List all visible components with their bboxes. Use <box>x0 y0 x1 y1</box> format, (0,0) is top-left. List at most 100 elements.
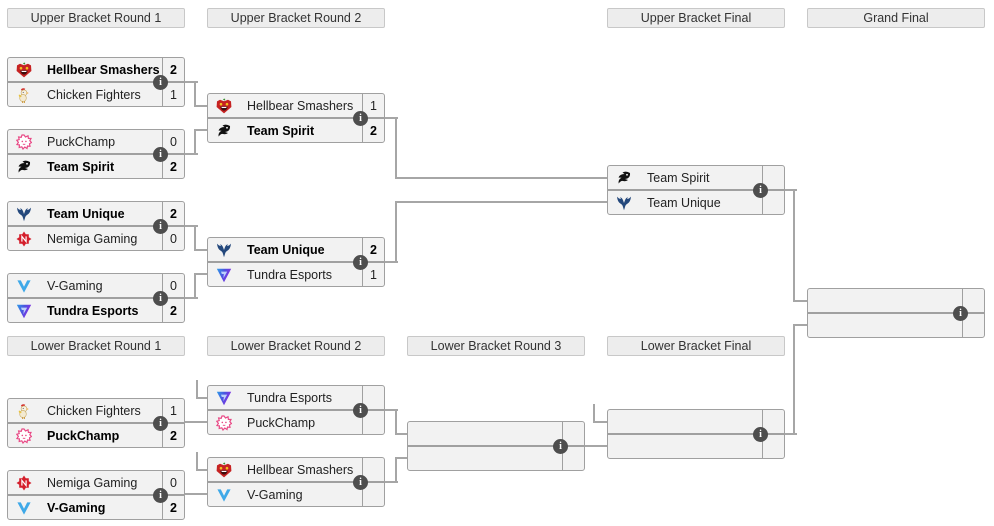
team-row: Team Spirit 2 <box>8 153 184 178</box>
team-score <box>962 314 984 337</box>
team-unique-icon <box>16 206 32 222</box>
connector-line <box>194 273 196 299</box>
match-info-icon[interactable]: i <box>553 439 568 454</box>
team-name[interactable]: Tundra Esports <box>47 303 139 318</box>
match-lb-r2-1: Tundra Esports PuckChamp i <box>207 385 385 435</box>
team-unique-icon <box>616 195 632 211</box>
match-info-icon[interactable]: i <box>153 488 168 503</box>
team-name[interactable]: Team Unique <box>47 206 125 221</box>
team-name[interactable]: Team Unique <box>647 195 721 210</box>
team-row: Team Unique <box>608 189 784 214</box>
team-name[interactable]: V-Gaming <box>47 500 106 515</box>
team-name[interactable]: Nemiga Gaming <box>47 475 138 490</box>
team-row: Hellbear Smashers 2 <box>8 58 184 81</box>
team-name[interactable]: Tundra Esports <box>247 390 332 405</box>
team-name[interactable]: Team Spirit <box>647 170 710 185</box>
match-info-icon[interactable]: i <box>353 111 368 126</box>
match-info-icon[interactable]: i <box>753 427 768 442</box>
team-score: 2 <box>162 496 184 519</box>
team-row: PuckChamp <box>208 409 384 434</box>
team-row <box>408 445 584 470</box>
connector-line <box>185 493 207 495</box>
team-name[interactable]: Chicken Fighters <box>47 87 141 102</box>
nemiga-gaming-icon <box>16 231 32 247</box>
team-row: Team Spirit <box>608 166 784 189</box>
team-row <box>608 410 784 433</box>
match-info-icon[interactable]: i <box>153 219 168 234</box>
chicken-fighters-icon <box>16 403 32 419</box>
team-row: Team Unique 2 <box>208 238 384 261</box>
team-name[interactable]: Hellbear Smashers <box>247 462 354 477</box>
match-info-icon[interactable]: i <box>153 147 168 162</box>
team-name[interactable]: Nemiga Gaming <box>47 231 138 246</box>
connector-line <box>195 129 207 131</box>
team-score: 0 <box>162 274 184 297</box>
match-info-icon[interactable]: i <box>153 416 168 431</box>
hellbear-smashers-icon <box>16 62 32 78</box>
team-row: V-Gaming <box>208 481 384 506</box>
match-ub-r1-4: V-Gaming 0 Tundra Esports 2 i <box>7 273 185 323</box>
connector-line <box>785 433 797 435</box>
connector-line <box>793 324 795 435</box>
team-name[interactable]: Team Spirit <box>47 159 115 174</box>
team-score: 1 <box>362 94 384 117</box>
match-info-icon[interactable]: i <box>953 306 968 321</box>
team-name[interactable]: Team Spirit <box>247 123 315 138</box>
connector-line <box>396 433 407 435</box>
match-ub-final: Team Spirit Team Unique i <box>607 165 785 215</box>
team-score: 2 <box>362 238 384 261</box>
match-ub-r1-3: Team Unique 2 Nemiga Gaming 0 i <box>7 201 185 251</box>
team-name[interactable]: Team Unique <box>247 242 325 257</box>
header-lower-bracket-round-2: Lower Bracket Round 2 <box>207 336 385 356</box>
team-score <box>362 458 384 481</box>
team-name[interactable]: V-Gaming <box>247 487 303 502</box>
puckchamp-icon <box>16 134 32 150</box>
connector-line <box>593 404 595 423</box>
match-lb-final: i <box>607 409 785 459</box>
match-info-icon[interactable]: i <box>353 255 368 270</box>
match-info-icon[interactable]: i <box>753 183 768 198</box>
team-score <box>962 289 984 312</box>
header-lower-bracket-final: Lower Bracket Final <box>607 336 785 356</box>
team-name[interactable]: PuckChamp <box>47 428 120 443</box>
team-score <box>762 166 784 189</box>
connector-line <box>185 297 198 299</box>
connector-line <box>185 225 198 227</box>
team-score <box>362 386 384 409</box>
team-name[interactable]: PuckChamp <box>47 134 116 149</box>
connector-line <box>194 81 196 107</box>
connector-line <box>396 177 607 179</box>
connector-line <box>197 397 207 399</box>
connector-line <box>395 201 397 263</box>
team-name[interactable]: Tundra Esports <box>247 267 332 282</box>
team-name[interactable]: Hellbear Smashers <box>47 62 160 77</box>
team-score <box>362 411 384 434</box>
match-info-icon[interactable]: i <box>153 291 168 306</box>
team-row <box>808 289 984 312</box>
tundra-esports-icon <box>216 267 232 283</box>
connector-line <box>197 469 207 471</box>
team-score: 2 <box>162 155 184 178</box>
match-info-icon[interactable]: i <box>353 475 368 490</box>
connector-line <box>385 409 398 411</box>
match-grand-final: i <box>807 288 985 338</box>
connector-line <box>385 117 398 119</box>
match-info-icon[interactable]: i <box>353 403 368 418</box>
puckchamp-icon <box>16 428 32 444</box>
team-score: 2 <box>362 119 384 142</box>
connector-line <box>195 273 207 275</box>
connector-line <box>385 261 398 263</box>
team-name[interactable]: PuckChamp <box>247 415 316 430</box>
team-name[interactable]: Hellbear Smashers <box>247 98 354 113</box>
connector-line <box>185 421 207 423</box>
team-row: PuckChamp 2 <box>8 422 184 447</box>
connector-line <box>585 445 607 447</box>
team-name[interactable]: Chicken Fighters <box>47 403 141 418</box>
team-spirit-icon <box>16 159 32 175</box>
header-grand-final: Grand Final <box>807 8 985 28</box>
team-row: Hellbear Smashers 1 <box>208 94 384 117</box>
match-info-icon[interactable]: i <box>153 75 168 90</box>
team-score: 2 <box>162 299 184 322</box>
team-name[interactable]: V-Gaming <box>47 278 103 293</box>
team-score <box>562 447 584 470</box>
